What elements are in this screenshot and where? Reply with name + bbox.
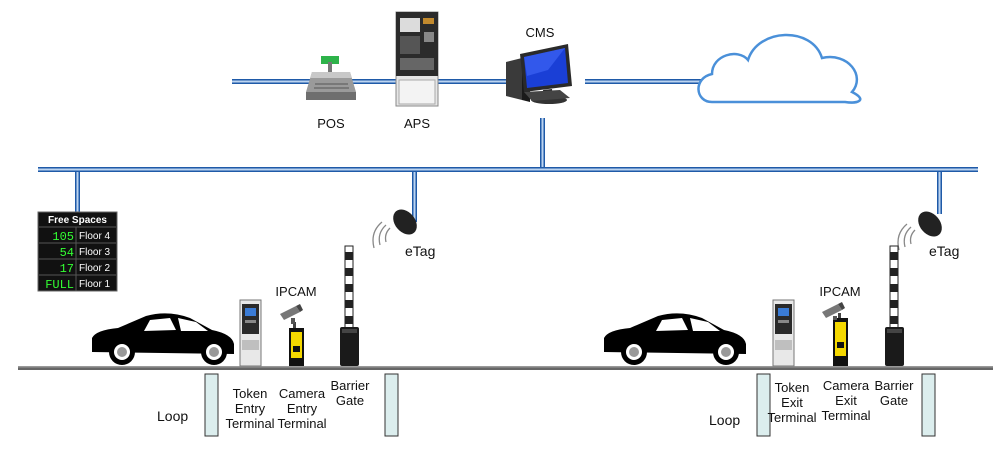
barrier-gate-entry	[340, 245, 359, 366]
barrier-entry-label-2: Gate	[336, 393, 364, 408]
cms-label: CMS	[526, 25, 555, 40]
sign-count-4: FULL	[45, 278, 74, 292]
aps-label: APS	[404, 116, 430, 131]
kiosk-icon	[395, 11, 439, 107]
pos-label: POS	[317, 116, 345, 131]
car-icon	[92, 313, 234, 365]
camera-icon	[280, 304, 303, 324]
token-entry-label-1: Token	[233, 386, 268, 401]
loop-entry-label: Loop	[157, 408, 188, 424]
camera-icon	[822, 302, 845, 320]
barrier-exit-label-1: Barrier	[874, 378, 914, 393]
ipcam-exit-label: IPCAM	[819, 284, 860, 299]
network-lines	[38, 79, 978, 222]
barrier-exit-label-2: Gate	[880, 393, 908, 408]
etag-reader-icon	[372, 209, 417, 249]
car-icon	[604, 313, 746, 365]
camera-exit-label-2: Exit	[835, 393, 857, 408]
etag-exit-label: eTag	[929, 243, 959, 259]
cloud-icon	[697, 33, 862, 104]
token-exit-label-2: Exit	[781, 395, 803, 410]
camera-exit-terminal	[833, 313, 848, 366]
loop-entry-right	[384, 373, 399, 437]
sign-floor-4: Floor 1	[79, 279, 111, 290]
sign-count-3: 17	[60, 262, 74, 276]
ipcam-entry-label: IPCAM	[275, 284, 316, 299]
sign-floor-3: Floor 2	[79, 263, 111, 274]
token-entry-label-3: Terminal	[225, 416, 274, 431]
computer-icon	[506, 44, 572, 104]
token-entry-label-2: Entry	[235, 401, 266, 416]
loop-entry-left	[204, 373, 219, 437]
token-entry-terminal	[239, 299, 262, 367]
token-exit-label-1: Token	[775, 380, 810, 395]
camera-entry-terminal	[289, 322, 304, 366]
free-spaces-sign: Free Spaces 105 Floor 4 54 Floor 3 17 Fl…	[37, 211, 118, 292]
token-exit-terminal	[772, 299, 795, 367]
camera-exit-label-3: Terminal	[821, 408, 870, 423]
sign-floor-1: Floor 4	[79, 231, 111, 242]
pos-terminal-icon	[306, 56, 356, 100]
loop-exit-label: Loop	[709, 412, 740, 428]
camera-entry-label-2: Entry	[287, 401, 318, 416]
loop-exit-right	[921, 373, 936, 437]
barrier-gate-exit	[885, 245, 904, 366]
sign-title: Free Spaces	[48, 215, 107, 226]
camera-entry-label-1: Camera	[279, 386, 326, 401]
camera-entry-label-3: Terminal	[277, 416, 326, 431]
token-exit-label-3: Terminal	[767, 410, 816, 425]
etag-entry-label: eTag	[405, 243, 435, 259]
sign-count-2: 54	[60, 246, 74, 260]
sign-count-1: 105	[52, 230, 74, 244]
loop-exit-left	[756, 373, 771, 437]
camera-exit-label-1: Camera	[823, 378, 870, 393]
ground-line	[18, 366, 993, 370]
barrier-entry-label-1: Barrier	[330, 378, 370, 393]
sign-floor-2: Floor 3	[79, 247, 111, 258]
